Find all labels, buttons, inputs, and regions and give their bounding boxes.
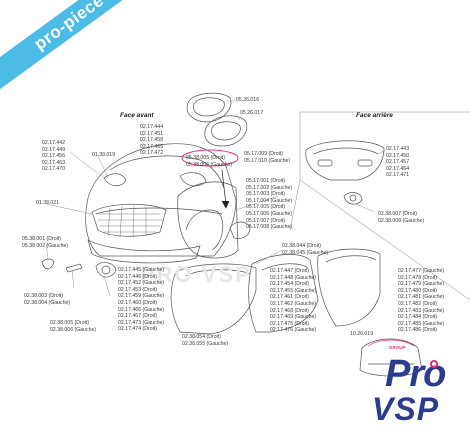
front-wing bbox=[177, 181, 239, 259]
logo-dot-icon bbox=[430, 360, 438, 368]
logo-group-text: GROUP bbox=[389, 345, 406, 350]
label-handle-bottom: 02.38.054 (Droit)02.38.055 (Gauche) bbox=[182, 334, 229, 347]
label-fog-bottom: 02.38.005 (Droit)02.38.006 (Gauche) bbox=[50, 320, 97, 333]
divider-lines bbox=[289, 111, 470, 301]
label-door-mid-codes: 02.17.447 (Droit)02.17.448 (Gauche)02.17… bbox=[270, 268, 317, 334]
side-mirror bbox=[229, 221, 251, 239]
rear-view-heading: Face arrière bbox=[356, 112, 393, 119]
label-door-left-codes: 02.17.445 (Gauche)02.17.446 (Droit)02.17… bbox=[118, 267, 165, 333]
car-front-body bbox=[85, 143, 237, 257]
side-repeater-part bbox=[65, 263, 83, 273]
mirror-arrow bbox=[221, 169, 230, 209]
door-left bbox=[170, 263, 257, 335]
label-handle-mid: 02.38.044 (Droit)02.38.045 (Gauche) bbox=[282, 243, 329, 256]
label-mirror-cover: 05.17.009 (Droit)05.17.010 (Gauche) bbox=[244, 151, 291, 164]
logo-vsp-text: VSP bbox=[372, 391, 440, 427]
rear-light-part bbox=[343, 192, 363, 205]
windscreen-car bbox=[359, 338, 423, 377]
lower-bumper bbox=[87, 239, 201, 264]
fog-light-part bbox=[95, 262, 117, 278]
indicator-part bbox=[41, 258, 55, 270]
label-windscreen: 10.26.019 bbox=[350, 331, 374, 337]
label-fog-left: 01.38.021 bbox=[36, 200, 60, 206]
watermark-text: PRO VSP bbox=[140, 262, 252, 287]
label-mirror-top: 05.26.016 bbox=[236, 97, 260, 103]
interior-mirror-mid bbox=[204, 115, 248, 147]
label-rear-light: 02.38.007 (Droit)02.38.008 (Gauche) bbox=[378, 211, 425, 224]
front-view-heading: Face avant bbox=[120, 112, 154, 119]
label-side-repeater: 02.38.003 (Droit)02.38.004 (Gauche) bbox=[24, 293, 71, 306]
door-mid bbox=[248, 254, 319, 333]
label-indicator: 05.38.001 (Droit)05.38.002 (Gauche) bbox=[22, 236, 69, 249]
label-wing-codes: 05.17.001 (Droit)05.17.002 (Gauche)05.17… bbox=[246, 178, 293, 231]
label-side-mirror: 05.38.005 (Droit)05.38.006 (Gauche) bbox=[186, 155, 233, 168]
label-headlight: 01.38.019 bbox=[92, 152, 116, 158]
front-grille bbox=[91, 203, 167, 238]
interior-mirror-top bbox=[186, 92, 232, 123]
mirror-highlight bbox=[181, 149, 239, 167]
label-mirror-mid: 05.26.017 bbox=[240, 110, 264, 116]
door-right bbox=[317, 248, 381, 327]
rear-bumper bbox=[305, 140, 385, 181]
label-door-right-codes: 02.17.477 (Gauche)02.17.478 (Droit)02.17… bbox=[398, 268, 445, 334]
leader-lines bbox=[45, 100, 387, 341]
